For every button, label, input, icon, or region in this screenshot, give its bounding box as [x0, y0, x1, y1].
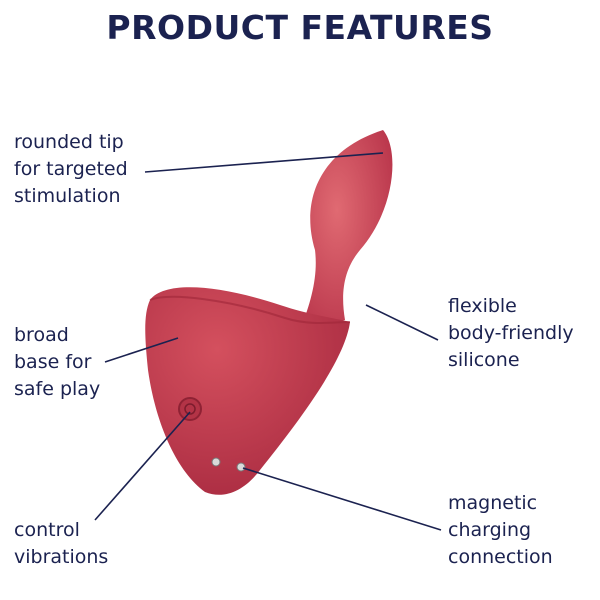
callout-line-base [104, 337, 179, 363]
product-tip [300, 130, 393, 330]
charging-contact-icon [236, 462, 246, 472]
product-base [145, 287, 350, 495]
feature-control-vibrations: control vibrations [14, 519, 109, 568]
feature-broad-base: broad base for safe play [14, 324, 101, 400]
page-title: PRODUCT FEATURES [106, 8, 494, 47]
callout-line-charging [242, 467, 442, 531]
feature-flexible-silicone: flexible body-friendly silicone [448, 295, 574, 371]
feature-rounded-tip: rounded tip for targeted stimulation [14, 131, 128, 207]
charging-contact-icon [211, 457, 221, 467]
control-button-icon [178, 397, 202, 421]
feature-magnetic-charging: magnetic charging connection [448, 492, 553, 568]
callout-line-silicone [365, 304, 439, 341]
callout-line-tip [144, 152, 384, 173]
callout-line-control [94, 411, 191, 521]
